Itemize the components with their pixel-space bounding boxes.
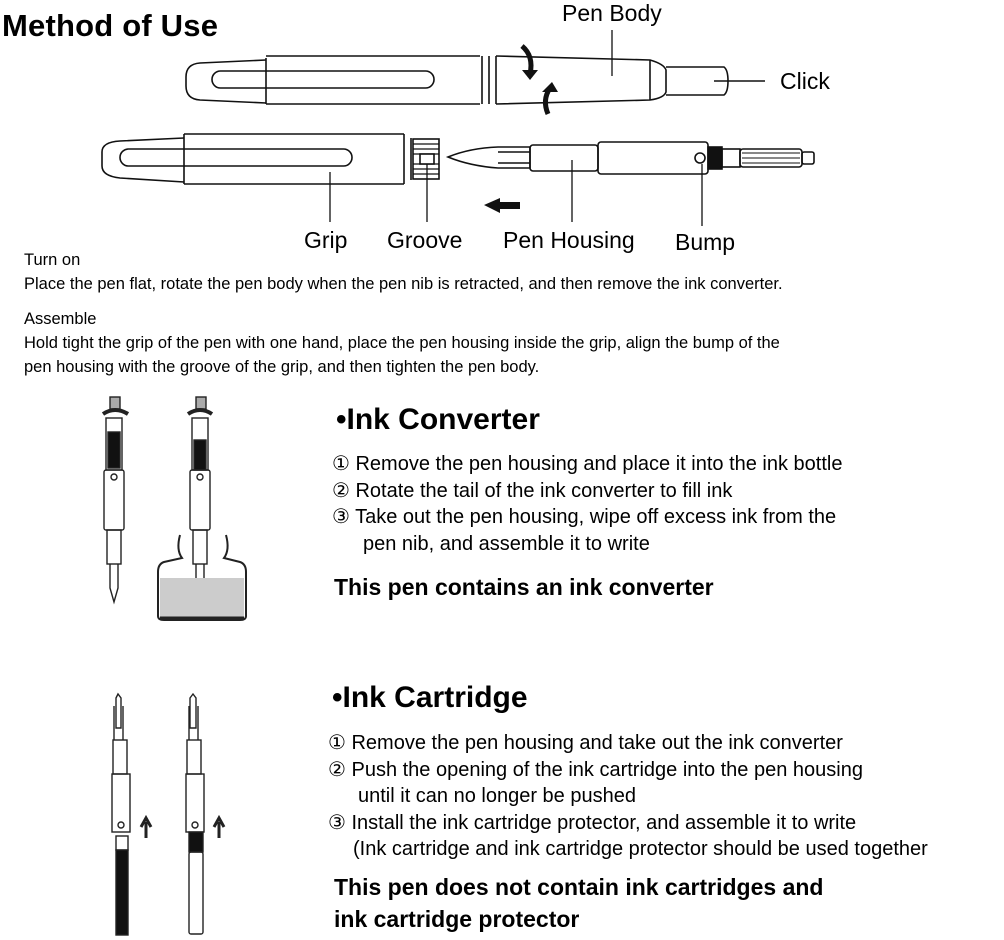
label-bump: Bump: [675, 229, 736, 255]
ink-cartridge-step-3: ③ Install the ink cartridge protector, a…: [328, 811, 857, 834]
ink-converter-step-2: ② Rotate the tail of the ink converter t…: [332, 479, 733, 502]
ink-converter-step-3: ③ Take out the pen housing, wipe off exc…: [332, 506, 837, 528]
assemble-heading: Assemble: [24, 310, 97, 328]
ink-cartridge-note-line2: ink cartridge protector: [334, 906, 580, 932]
label-pen-housing: Pen Housing: [503, 227, 635, 253]
rotate-down-arrow-icon: [522, 70, 538, 80]
assembled-pen-illustration: [185, 30, 765, 115]
ink-cartridge-steps: ① Remove the pen housing and take out th…: [328, 730, 928, 863]
label-click: Click: [780, 68, 830, 94]
ink-converter-steps: ① Remove the pen housing and place it in…: [332, 451, 842, 557]
turn-on-text: Place the pen flat, rotate the pen body …: [24, 275, 783, 293]
ink-converter-step-3-cont: pen nib, and assemble it to write: [363, 532, 650, 555]
insert-arrow-icon: [484, 198, 520, 213]
label-groove: Groove: [387, 227, 463, 253]
label-pen-body: Pen Body: [562, 0, 662, 26]
ink-cartridge-step-2-cont: until it can no longer be pushed: [358, 785, 636, 807]
grip-illustration: [101, 133, 440, 185]
ink-converter-heading: •Ink Converter: [336, 403, 540, 436]
ink-cartridge-note-line1: This pen does not contain ink cartridges…: [334, 874, 824, 900]
rotate-up-arrow-icon: [542, 82, 558, 92]
assemble-text-line2: pen housing with the groove of the grip,…: [24, 358, 540, 376]
ink-cartridge-step-3-note: (Ink cartridge and ink cartridge protect…: [353, 838, 928, 860]
assemble-text-line1: Hold tight the grip of the pen with one …: [24, 334, 780, 352]
page-title: Method of Use: [2, 8, 219, 43]
ink-converter-step-1: ① Remove the pen housing and place it in…: [332, 453, 843, 475]
label-grip: Grip: [304, 227, 348, 253]
ink-cartridge-heading: •Ink Cartridge: [332, 681, 528, 714]
ink-cartridge-step-2: ② Push the opening of the ink cartridge …: [328, 758, 863, 781]
turn-on-heading: Turn on: [24, 251, 81, 269]
ink-cartridge-step-1: ① Remove the pen housing and take out th…: [328, 732, 843, 754]
pen-housing-illustration: [445, 141, 815, 175]
pen-diagram: [101, 30, 815, 226]
ink-converter-note: This pen contains an ink converter: [334, 574, 714, 600]
